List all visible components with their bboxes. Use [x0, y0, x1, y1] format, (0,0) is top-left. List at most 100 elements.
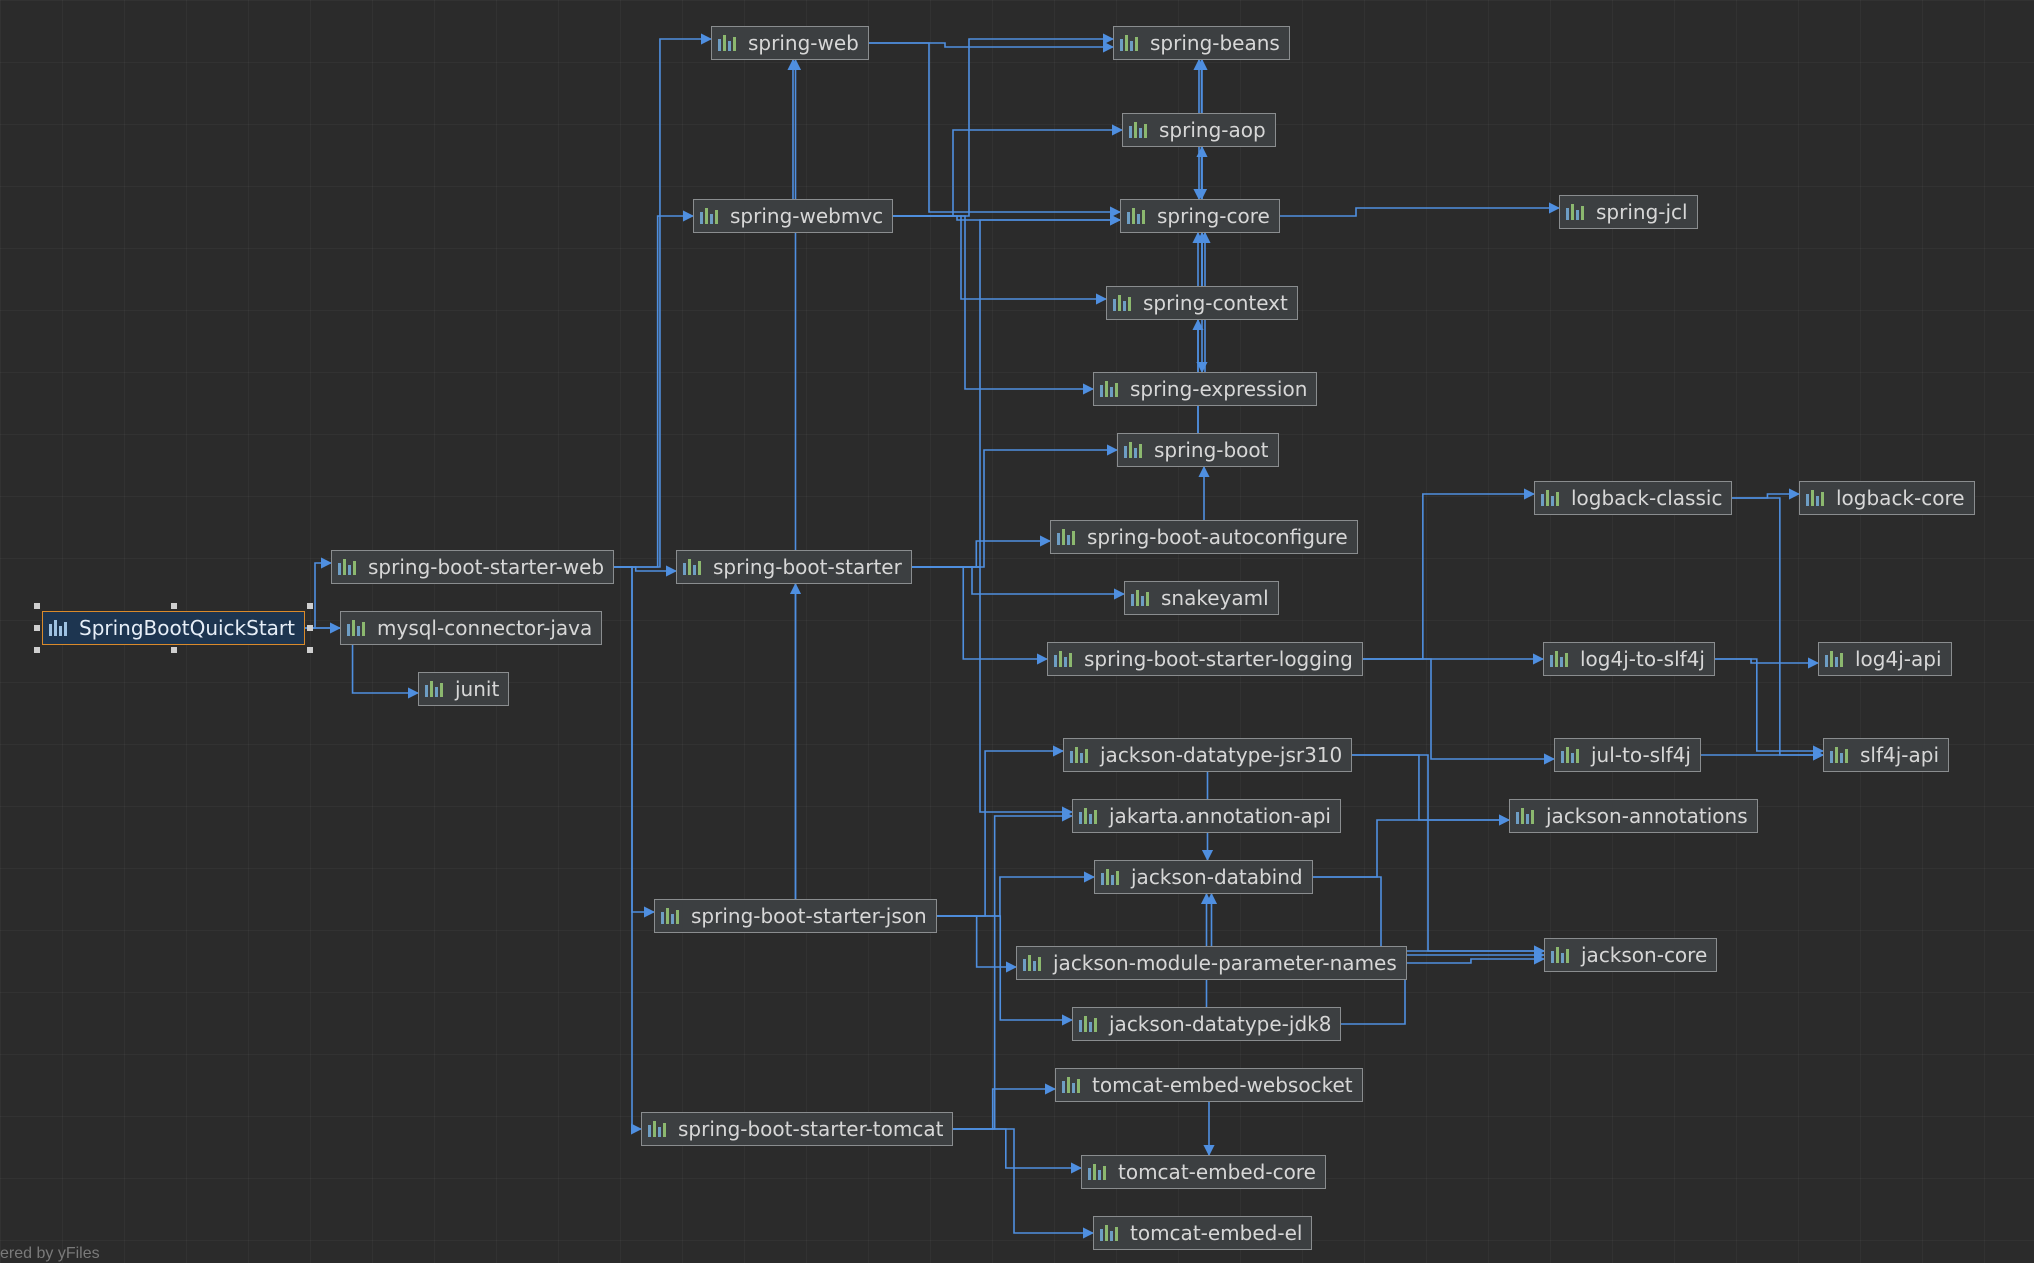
node-spring-jcl[interactable]: spring-jcl — [1559, 195, 1698, 229]
node-label: spring-aop — [1159, 118, 1266, 142]
dependency-edge-spring-boot-starter-to-spring-core[interactable] — [912, 214, 1122, 568]
dependency-edge-spring-boot-starter-json-to-jackson-datatype-jdk8[interactable] — [937, 915, 1074, 1026]
node-label: jackson-databind — [1131, 865, 1303, 889]
node-logback-classic[interactable]: logback-classic — [1534, 481, 1733, 515]
node-spring-boot-starter-tomcat[interactable]: spring-boot-starter-tomcat — [641, 1112, 954, 1146]
library-icon — [1101, 869, 1121, 885]
dependency-edge-spring-boot-starter-tomcat-to-tomcat-embed-el[interactable] — [953, 1128, 1095, 1239]
selection-handle[interactable] — [34, 625, 40, 631]
library-icon — [1127, 208, 1147, 224]
selection-handle[interactable] — [170, 603, 177, 609]
node-tomcat-embed-websocket[interactable]: tomcat-embed-websocket — [1055, 1068, 1363, 1102]
dependency-edge-jackson-datatype-jdk8-to-jackson-core[interactable] — [1341, 949, 1546, 1025]
library-icon — [338, 559, 358, 575]
dependency-edge-spring-core-to-spring-jcl[interactable] — [1280, 202, 1561, 217]
node-tomcat-embed-core[interactable]: tomcat-embed-core — [1081, 1155, 1326, 1189]
node-spring-web[interactable]: spring-web — [711, 26, 869, 60]
node-log4j-api[interactable]: log4j-api — [1818, 642, 1952, 676]
node-jul-to-slf4j[interactable]: jul-to-slf4j — [1554, 738, 1701, 772]
library-icon — [425, 681, 445, 697]
node-label: log4j-to-slf4j — [1580, 647, 1705, 671]
node-springbootquickstart[interactable]: SpringBootQuickStart — [42, 611, 305, 645]
dependency-edge-jackson-module-parameter-names-to-jackson-core[interactable] — [1407, 953, 1546, 965]
selection-handle[interactable] — [307, 647, 313, 653]
node-label: logback-classic — [1571, 486, 1723, 510]
node-spring-webmvc[interactable]: spring-webmvc — [693, 199, 894, 233]
dependency-edge-logback-classic-to-slf4j-api[interactable] — [1732, 497, 1825, 761]
selection-handle[interactable] — [170, 647, 177, 653]
dependency-edge-spring-boot-starter-json-to-jackson-module-parameter-names[interactable] — [937, 915, 1018, 973]
node-label: SpringBootQuickStart — [79, 616, 295, 640]
dependency-edge-spring-boot-starter-web-to-spring-boot-starter-json[interactable] — [614, 566, 656, 918]
node-jackson-datatype-jsr310[interactable]: jackson-datatype-jsr310 — [1063, 738, 1353, 772]
dependency-edge-log4j-to-slf4j-to-slf4j-api[interactable] — [1715, 658, 1825, 757]
dependency-edge-spring-boot-starter-logging-to-jul-to-slf4j[interactable] — [1363, 658, 1556, 765]
node-label: spring-boot-starter-web — [368, 555, 605, 579]
node-label: spring-webmvc — [730, 204, 884, 228]
node-logback-core[interactable]: logback-core — [1799, 481, 1975, 515]
selection-handle[interactable] — [307, 625, 313, 631]
library-icon — [1566, 204, 1586, 220]
node-tomcat-embed-el[interactable]: tomcat-embed-el — [1093, 1216, 1313, 1250]
node-spring-boot-starter[interactable]: spring-boot-starter — [676, 550, 912, 584]
dependency-edge-spring-boot-starter-json-to-jackson-databind[interactable] — [937, 871, 1096, 917]
node-spring-context[interactable]: spring-context — [1106, 286, 1298, 320]
dependency-edge-spring-webmvc-to-spring-aop[interactable] — [893, 124, 1124, 217]
node-mysql-connector-java[interactable]: mysql-connector-java — [340, 611, 603, 645]
node-label: spring-boot-starter-json — [691, 904, 927, 928]
selection-handle[interactable] — [34, 647, 40, 653]
node-jackson-databind[interactable]: jackson-databind — [1094, 860, 1313, 894]
dependency-edge-springbootquickstart-to-junit[interactable] — [305, 627, 420, 699]
node-jakarta-annotation-api[interactable]: jakarta.annotation-api — [1072, 799, 1341, 833]
selection-handle[interactable] — [34, 603, 40, 609]
node-snakeyaml[interactable]: snakeyaml — [1124, 581, 1279, 615]
node-jackson-module-parameter-names[interactable]: jackson-module-parameter-names — [1016, 946, 1407, 980]
node-spring-expression[interactable]: spring-expression — [1093, 372, 1318, 406]
library-icon — [1806, 490, 1826, 506]
dependency-edge-jackson-databind-to-jackson-core[interactable] — [1313, 876, 1546, 957]
dependency-edge-spring-boot-starter-to-spring-boot-autoconfigure[interactable] — [912, 535, 1052, 568]
library-icon — [1825, 651, 1845, 667]
node-label: spring-boot — [1154, 438, 1269, 462]
dependency-edge-spring-webmvc-to-spring-beans[interactable] — [893, 33, 1115, 217]
node-label: slf4j-api — [1860, 743, 1940, 767]
dependency-edge-spring-boot-starter-web-to-spring-webmvc[interactable] — [614, 210, 695, 568]
node-label: spring-boot-starter — [713, 555, 902, 579]
node-label: spring-context — [1143, 291, 1288, 315]
node-log4j-to-slf4j[interactable]: log4j-to-slf4j — [1543, 642, 1715, 676]
node-spring-boot-starter-logging[interactable]: spring-boot-starter-logging — [1047, 642, 1363, 676]
node-slf4j-api[interactable]: slf4j-api — [1823, 738, 1950, 772]
node-label: junit — [455, 677, 500, 701]
library-icon — [1830, 747, 1850, 763]
node-junit[interactable]: junit — [418, 672, 510, 706]
node-spring-boot-starter-json[interactable]: spring-boot-starter-json — [654, 899, 937, 933]
node-spring-beans[interactable]: spring-beans — [1113, 26, 1290, 60]
node-spring-aop[interactable]: spring-aop — [1122, 113, 1276, 147]
node-jackson-datatype-jdk8[interactable]: jackson-datatype-jdk8 — [1072, 1007, 1342, 1041]
dependency-edge-spring-boot-starter-web-to-spring-boot-starter-tomcat[interactable] — [614, 566, 643, 1135]
dependency-edge-spring-webmvc-to-spring-context[interactable] — [893, 215, 1108, 305]
dependency-edge-spring-boot-starter-web-to-spring-web[interactable] — [614, 33, 713, 568]
library-icon — [1131, 590, 1151, 606]
dependency-edge-jackson-databind-to-jackson-annotations[interactable] — [1313, 814, 1511, 878]
dependency-edge-spring-boot-starter-tomcat-to-tomcat-embed-core[interactable] — [953, 1128, 1083, 1174]
node-jackson-annotations[interactable]: jackson-annotations — [1509, 799, 1758, 833]
node-spring-boot-autoconfigure[interactable]: spring-boot-autoconfigure — [1050, 520, 1358, 554]
dependency-edge-spring-boot-starter-to-jakarta-annotation-api[interactable] — [912, 566, 1074, 818]
node-spring-core[interactable]: spring-core — [1120, 199, 1280, 233]
node-spring-boot[interactable]: spring-boot — [1117, 433, 1279, 467]
node-label: spring-expression — [1130, 377, 1308, 401]
dependency-edge-spring-boot-starter-logging-to-logback-classic[interactable] — [1363, 488, 1536, 660]
dependency-edge-spring-boot-starter-to-snakeyaml[interactable] — [912, 566, 1126, 600]
library-icon — [1088, 1164, 1108, 1180]
node-label: jackson-datatype-jdk8 — [1109, 1012, 1332, 1036]
node-jackson-core[interactable]: jackson-core — [1544, 938, 1718, 972]
dependency-edge-springbootquickstart-to-spring-boot-starter-web[interactable] — [305, 557, 333, 629]
dependency-edge-jackson-datatype-jsr310-to-jackson-annotations[interactable] — [1352, 754, 1511, 826]
dependency-edge-spring-webmvc-to-spring-expression[interactable] — [893, 215, 1095, 395]
selection-handle[interactable] — [307, 603, 313, 609]
dependency-edge-spring-web-to-spring-core[interactable] — [869, 42, 1122, 218]
node-spring-boot-starter-web[interactable]: spring-boot-starter-web — [331, 550, 615, 584]
dependency-edge-spring-boot-starter-tomcat-to-tomcat-embed-websocket[interactable] — [953, 1083, 1057, 1130]
